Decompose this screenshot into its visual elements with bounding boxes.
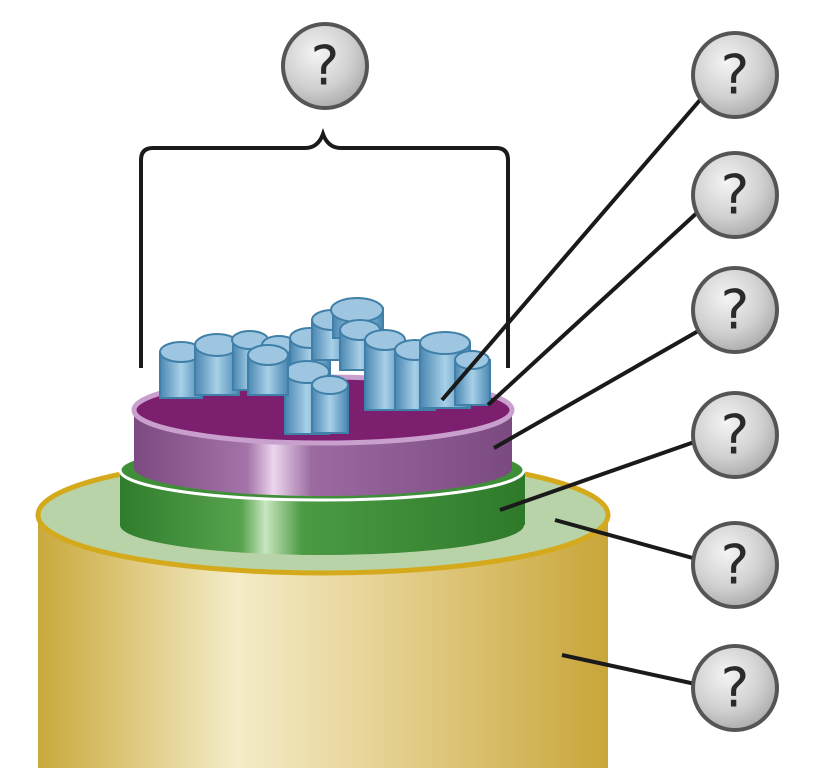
svg-text:?: ?	[721, 404, 750, 467]
question-icon	[691, 266, 779, 354]
svg-text:?: ?	[721, 44, 750, 107]
label-callout-5[interactable]: ?	[691, 521, 779, 609]
svg-text:?: ?	[721, 534, 750, 597]
bracket	[139, 128, 510, 368]
label-callout-1[interactable]: ?	[691, 31, 779, 119]
svg-text:?: ?	[721, 279, 750, 342]
question-icon	[691, 521, 779, 609]
question-icon	[691, 644, 779, 732]
question-icon	[281, 22, 369, 110]
label-callout-3[interactable]: ?	[691, 266, 779, 354]
label-callout-6[interactable]: ?	[691, 644, 779, 732]
svg-text:?: ?	[721, 164, 750, 227]
svg-text:?: ?	[311, 35, 340, 98]
label-top-bracket[interactable]: ?	[281, 22, 369, 110]
question-icon	[691, 391, 779, 479]
question-icon	[691, 151, 779, 239]
label-callout-4[interactable]: ?	[691, 391, 779, 479]
svg-text:?: ?	[721, 657, 750, 720]
label-callout-2[interactable]: ?	[691, 151, 779, 239]
leader-lines	[440, 98, 702, 687]
question-icon	[691, 31, 779, 119]
